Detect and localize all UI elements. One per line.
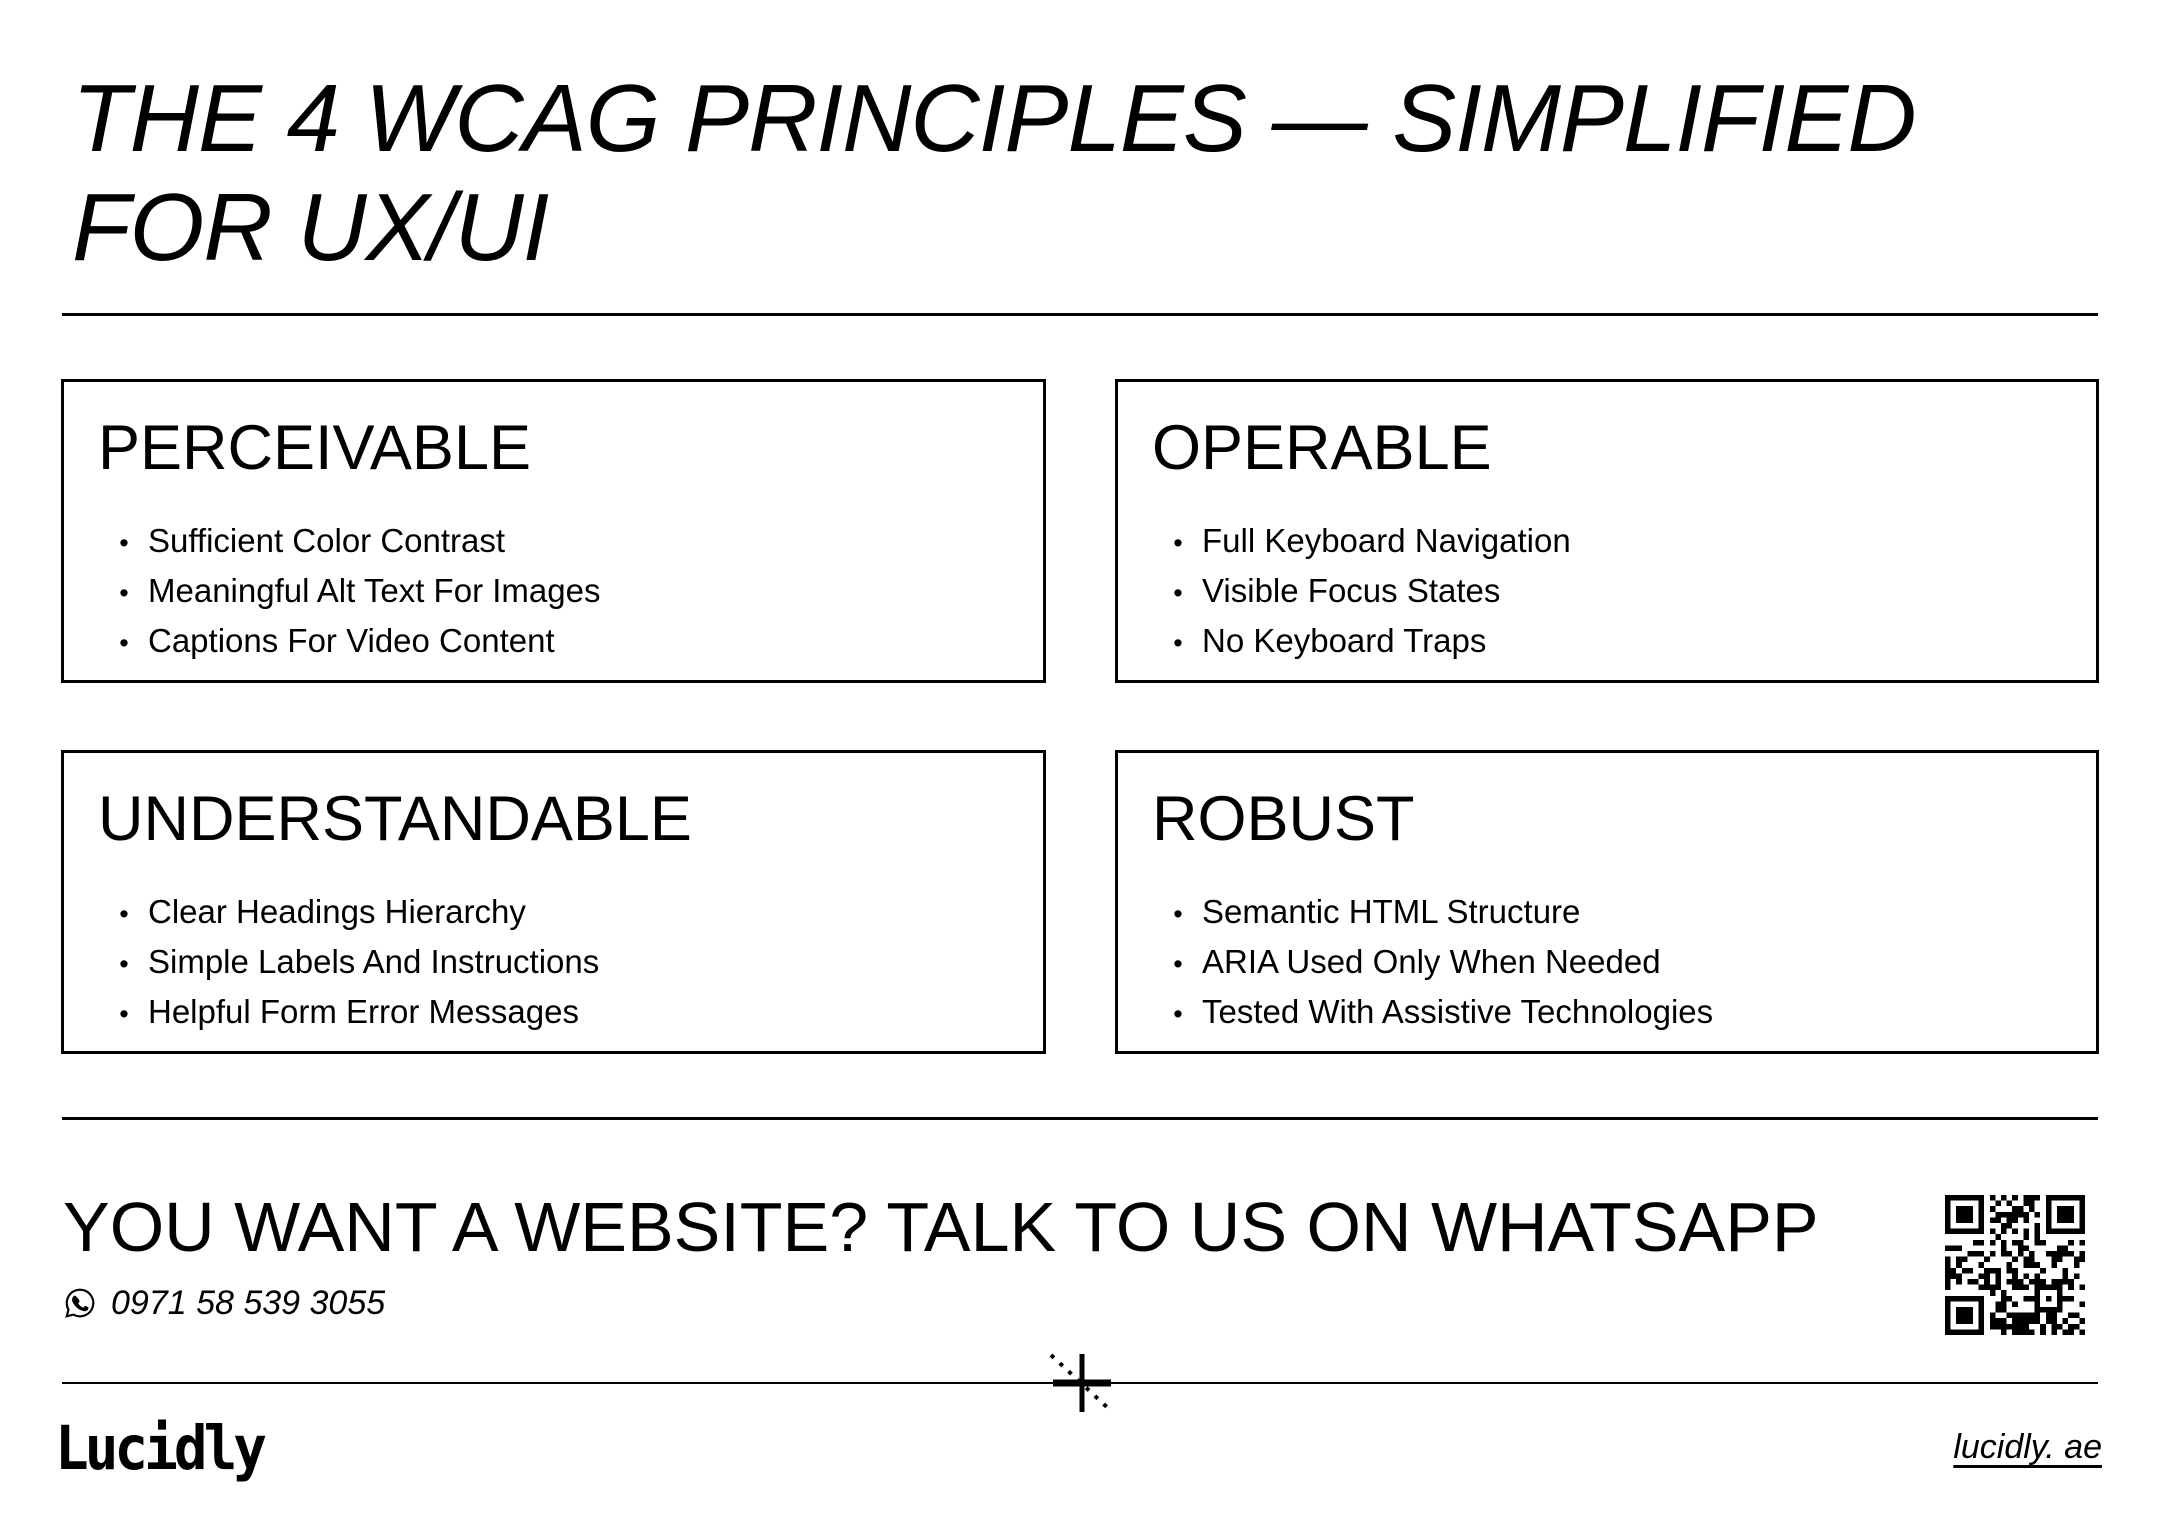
- bullet-text: ARIA Used Only When Needed: [1202, 943, 1661, 981]
- bullet-item: • No Keyboard Traps: [1170, 617, 2066, 667]
- bullet-item: • Visible Focus States: [1170, 567, 2066, 617]
- bullet-item: • Tested With Assistive Technologies: [1170, 988, 2066, 1038]
- bullet-item: • Full Keyboard Navigation: [1170, 517, 2066, 567]
- qr-code: [1945, 1195, 2085, 1335]
- card-heading: UNDERSTANDABLE: [98, 784, 692, 854]
- bullet-item: • Helpful Form Error Messages: [116, 988, 1013, 1038]
- bullet-text: Simple Labels And Instructions: [148, 943, 600, 981]
- bullet-dot-icon: •: [1173, 999, 1183, 1030]
- bullet-item: • Captions For Video Content: [116, 617, 1013, 667]
- bullet-text: Clear Headings Hierarchy: [148, 893, 526, 931]
- bullet-dot-icon: •: [119, 949, 129, 980]
- whatsapp-icon: [63, 1286, 97, 1320]
- main-title-line-1: THE 4 WCAG PRINCIPLES — SIMPLIFIED: [72, 65, 1917, 172]
- phone-link[interactable]: 0971 58 539 3055: [63, 1283, 385, 1323]
- brand-logo: Lucidly: [55, 1414, 267, 1485]
- bullet-item: • Clear Headings Hierarchy: [116, 888, 1013, 938]
- bullet-dot-icon: •: [1173, 899, 1183, 930]
- bullet-dot-icon: •: [1173, 578, 1183, 609]
- bullet-item: • Simple Labels And Instructions: [116, 938, 1013, 988]
- card-list: • Full Keyboard Navigation • Visible Focus…: [1152, 517, 2066, 667]
- phone-number: 0971 58 539 3055: [111, 1284, 386, 1322]
- bullet-dot-icon: •: [119, 628, 129, 659]
- bullet-dot-icon: •: [1173, 949, 1183, 980]
- bullet-item: • ARIA Used Only When Needed: [1170, 938, 2066, 988]
- card-heading: OPERABLE: [1152, 413, 1492, 483]
- card-heading: ROBUST: [1152, 784, 1415, 854]
- principle-card-perceivable: PERCEIVABLE • Sufficient Color Contrast •…: [61, 379, 1046, 683]
- bullet-item: • Meaningful Alt Text For Images: [116, 567, 1013, 617]
- main-title-line-2: FOR UX/UI: [72, 174, 549, 281]
- bullet-text: Meaningful Alt Text For Images: [148, 572, 601, 610]
- bullet-dot-icon: •: [119, 578, 129, 609]
- card-list: • Sufficient Color Contrast • Meaningful A…: [98, 517, 1013, 667]
- bullet-dot-icon: •: [1173, 528, 1183, 559]
- main-title: THE 4 WCAG PRINCIPLES — SIMPLIFIED FOR U…: [72, 64, 1917, 282]
- bullet-item: • Sufficient Color Contrast: [116, 517, 1013, 567]
- registration-mark-icon: [1042, 1348, 1122, 1418]
- bullet-dot-icon: •: [119, 528, 129, 559]
- bullet-text: No Keyboard Traps: [1202, 622, 1487, 660]
- card-heading: PERCEIVABLE: [98, 413, 532, 483]
- card-list: • Clear Headings Hierarchy • Simple Labels…: [98, 888, 1013, 1038]
- cta-heading: YOU WANT A WEBSITE? TALK TO US ON WHATSA…: [63, 1188, 1819, 1266]
- bullet-item: • Semantic HTML Structure: [1170, 888, 2066, 938]
- bullet-dot-icon: •: [119, 899, 129, 930]
- card-list: • Semantic HTML Structure • ARIA Used Only…: [1152, 888, 2066, 1038]
- bullet-dot-icon: •: [119, 999, 129, 1030]
- bullet-text: Captions For Video Content: [148, 622, 555, 660]
- bullet-text: Sufficient Color Contrast: [148, 522, 506, 560]
- principle-card-operable: OPERABLE • Full Keyboard Navigation • Visi…: [1115, 379, 2099, 683]
- bullet-dot-icon: •: [1173, 628, 1183, 659]
- principle-card-understandable: UNDERSTANDABLE • Clear Headings Hierarchy…: [61, 750, 1046, 1054]
- bullet-text: Semantic HTML Structure: [1202, 893, 1581, 931]
- bullet-text: Full Keyboard Navigation: [1202, 522, 1571, 560]
- bullet-text: Helpful Form Error Messages: [148, 993, 579, 1031]
- divider-middle: [62, 1117, 2098, 1120]
- website-link[interactable]: lucidly. ae: [1953, 1428, 2102, 1466]
- principle-card-robust: ROBUST • Semantic HTML Structure • ARIA Us…: [1115, 750, 2099, 1054]
- bullet-text: Visible Focus States: [1202, 572, 1501, 610]
- divider-top: [62, 313, 2098, 316]
- bullet-text: Tested With Assistive Technologies: [1202, 993, 1714, 1031]
